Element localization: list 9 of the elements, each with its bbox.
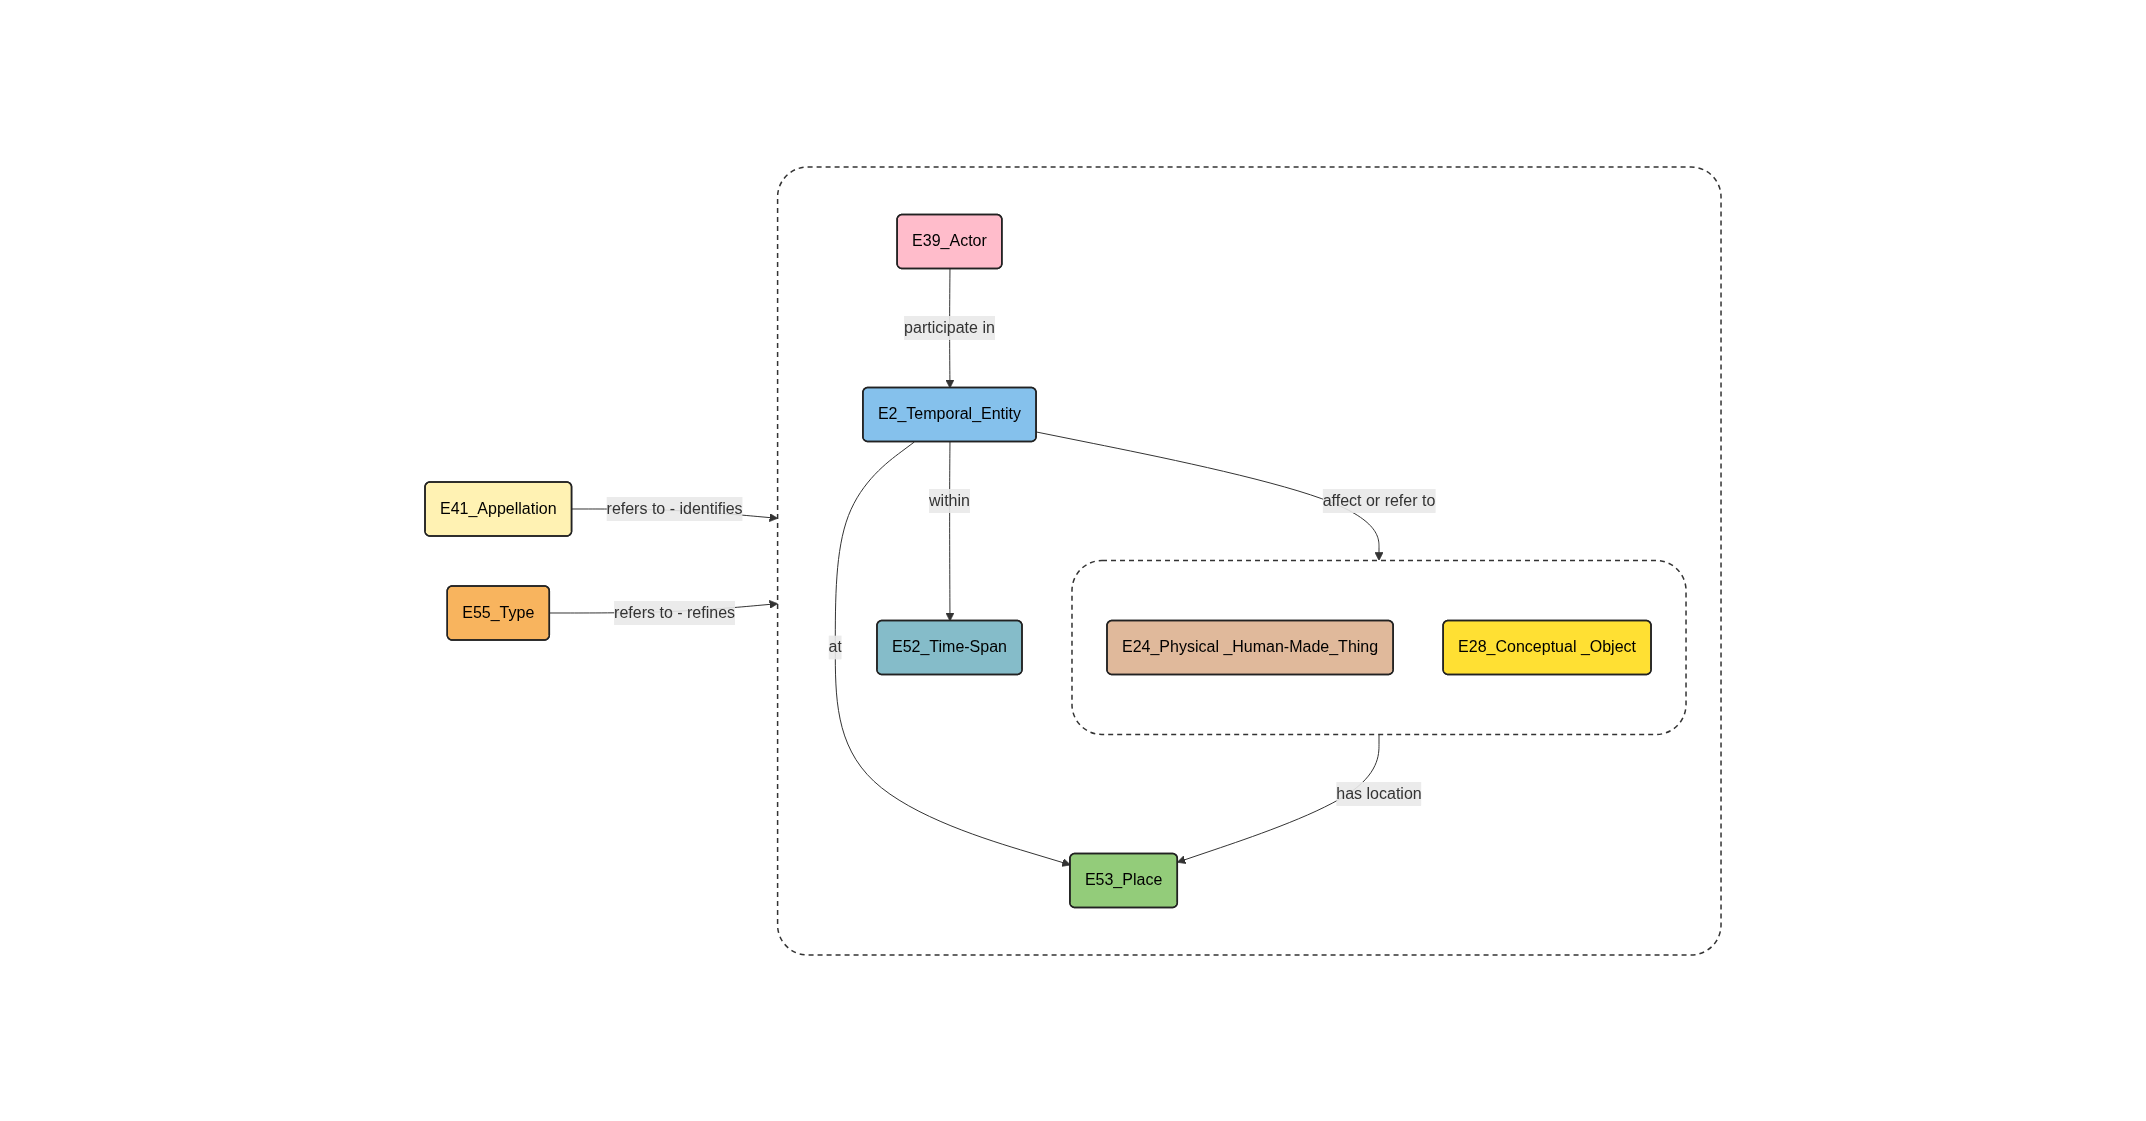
edge-label: refers to - identifies — [606, 499, 743, 517]
edge-label: within — [929, 491, 970, 509]
edge-label: at — [828, 637, 842, 655]
edge-label: affect or refer to — [1322, 491, 1436, 509]
edge-label: refers to - refines — [614, 603, 736, 621]
edge-label: participate in — [904, 318, 995, 336]
cluster — [1071, 559, 1687, 735]
cluster — [776, 165, 1722, 956]
edge-label: has location — [1336, 784, 1422, 802]
